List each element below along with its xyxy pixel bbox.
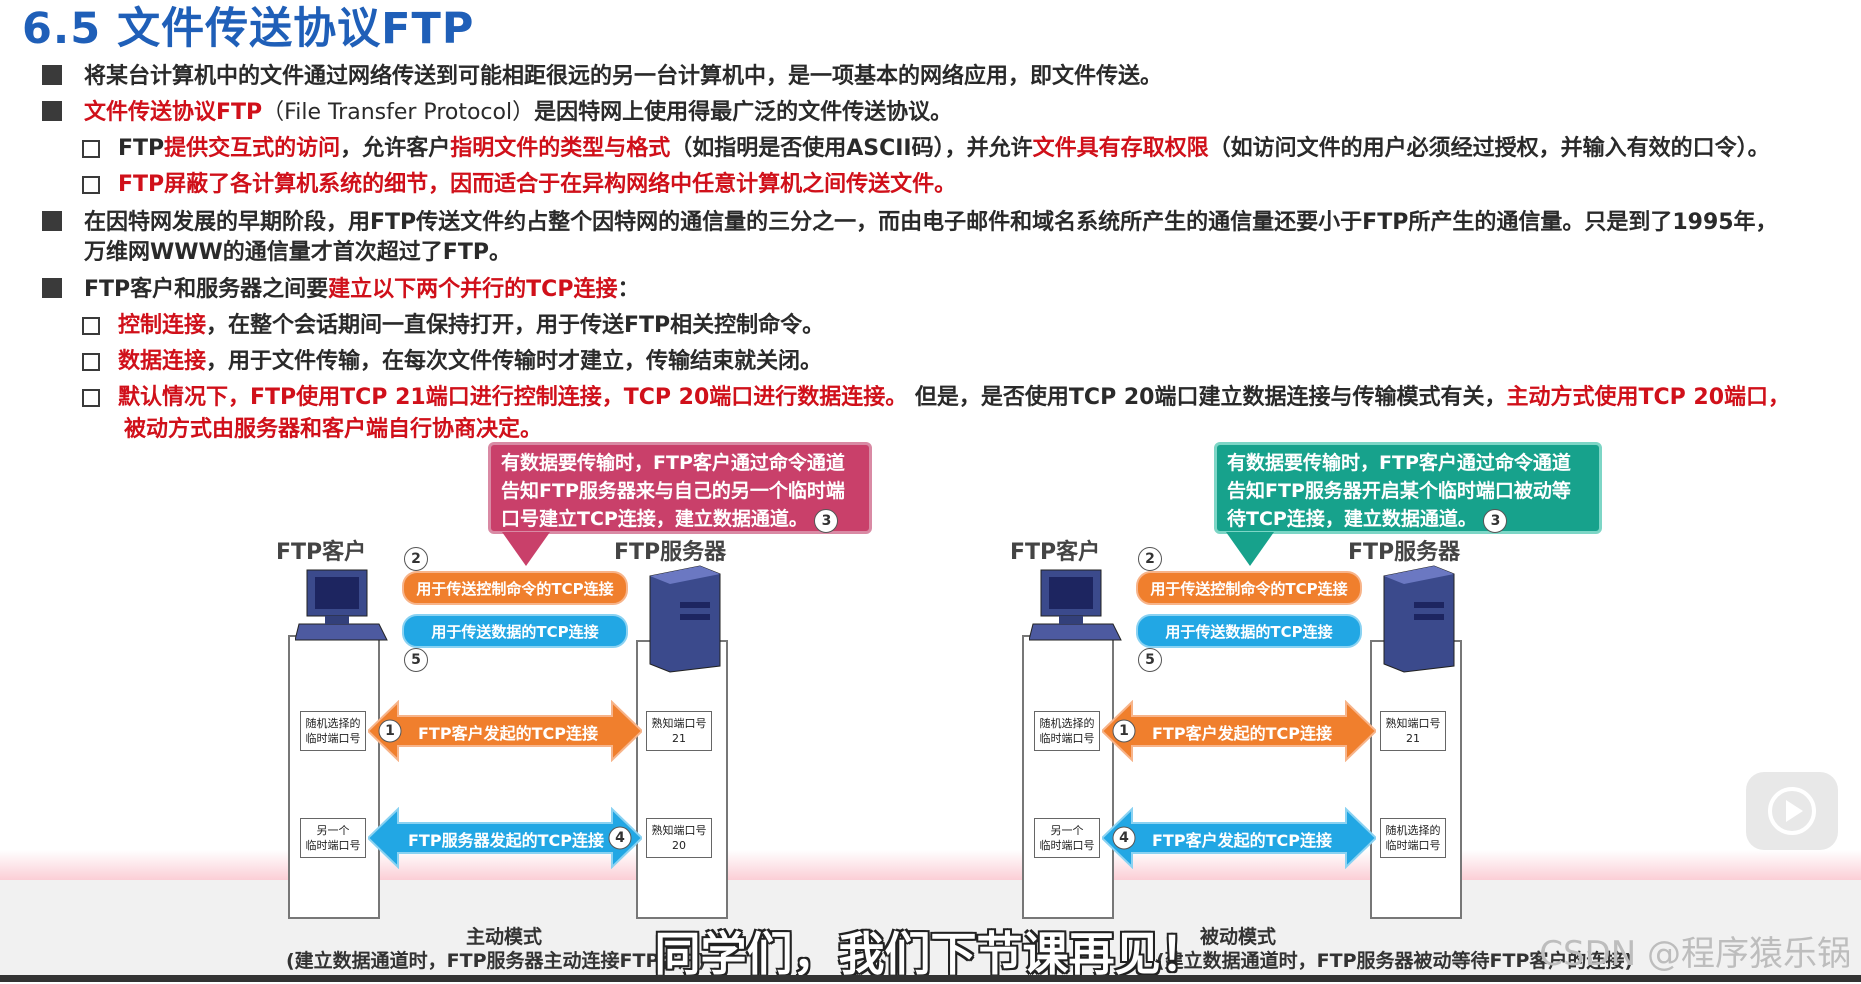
data-connection-pill: 用于传送数据的TCP连接 — [1136, 614, 1362, 648]
step-2-badge: 2 — [1138, 547, 1162, 571]
sub-bullet-4: 数据连接，用于文件传输，在每次文件传输时才建立，传输结束就关闭。 — [82, 343, 822, 375]
bullet-square-icon — [42, 101, 62, 121]
data-arrow — [368, 807, 642, 869]
control-connection-pill: 用于传送控制命令的TCP连接 — [402, 571, 628, 605]
step-3-badge: 3 — [1483, 509, 1508, 533]
data-arrow-label: FTP客户发起的TCP连接 — [1152, 831, 1332, 850]
control-arrow — [368, 700, 642, 762]
client-column — [1022, 635, 1114, 919]
data-arrow-label: FTP服务器发起的TCP连接 — [408, 831, 604, 850]
client-port-2: 另一个临时端口号 — [300, 818, 366, 858]
data-connection-pill: 用于传送数据的TCP连接 — [402, 614, 628, 648]
active-mode-description: (建立数据通道时，FTP服务器主动连接FTP客户) — [286, 950, 707, 972]
sub-bullet-2: FTP屏蔽了各计算机系统的细节，因而适合于在异构网络中任意计算机之间传送文件。 — [82, 166, 956, 198]
ftp-server-label: FTP服务器 — [1348, 540, 1461, 565]
audio-waveform-band — [0, 850, 1861, 880]
bullet-3: 在因特网发展的早期阶段，用FTP传送文件约占整个因特网的通信量的三分之一，而由电… — [42, 204, 1778, 236]
client-port-1: 随机选择的临时端口号 — [1034, 711, 1100, 751]
client-column — [288, 635, 380, 919]
step-1-badge: 1 — [1119, 723, 1129, 739]
server-column — [1370, 640, 1462, 919]
server-random-port: 随机选择的临时端口号 — [1380, 818, 1446, 858]
data-arrow — [1102, 807, 1376, 869]
server-computer-icon — [1383, 565, 1455, 673]
step-4-badge: 4 — [1119, 830, 1129, 846]
video-subtitle: 同学们，我们下节课再见！ — [654, 927, 1207, 981]
client-port-1: 随机选择的临时端口号 — [300, 711, 366, 751]
ftp-client-label: FTP客户 — [1010, 540, 1101, 565]
bullet-4: FTP客户和服务器之间要建立以下两个并行的TCP连接： — [42, 271, 639, 303]
play-button[interactable] — [1746, 772, 1838, 850]
callout-tail — [502, 532, 550, 566]
client-port-2: 另一个临时端口号 — [1034, 818, 1100, 858]
bullet-square-icon — [42, 278, 62, 298]
video-progress-bar[interactable] — [0, 975, 1861, 982]
sub-bullet-1: FTP提供交互式的访问，允许客户指明文件的类型与格式（如指明是否使用ASCII码… — [82, 130, 1770, 162]
passive-mode-callout: 有数据要传输时，FTP客户通过命令通道 告知FTP服务器开启某个临时端口被动等 … — [1214, 442, 1602, 534]
page-title: 6.5 文件传送协议FTP — [22, 4, 475, 54]
callout-tail — [1226, 532, 1274, 566]
play-icon — [1768, 787, 1816, 835]
control-arrow-label: FTP客户发起的TCP连接 — [1152, 724, 1332, 743]
checkbox-bullet-icon — [82, 176, 100, 194]
step-5-badge: 5 — [404, 648, 428, 672]
sub-bullet-3: 控制连接，在整个会话期间一直保持打开，用于传送FTP相关控制命令。 — [82, 307, 824, 339]
passive-mode-caption: 被动模式 — [1200, 926, 1277, 948]
step-4-badge: 4 — [615, 830, 625, 846]
client-computer-icon — [1029, 569, 1122, 641]
step-3-badge: 3 — [814, 509, 839, 533]
bullet-2: 文件传送协议FTP（File Transfer Protocol）是因特网上使用… — [42, 94, 952, 126]
checkbox-bullet-icon — [82, 317, 100, 335]
step-2-badge: 2 — [404, 547, 428, 571]
server-computer-icon — [649, 565, 721, 673]
active-mode-callout: 有数据要传输时，FTP客户通过命令通道 告知FTP服务器来与自己的另一个临时端 … — [488, 442, 872, 534]
checkbox-bullet-icon — [82, 353, 100, 371]
step-1-badge: 1 — [385, 723, 395, 739]
control-connection-pill: 用于传送控制命令的TCP连接 — [1136, 571, 1362, 605]
client-computer-icon — [295, 569, 388, 641]
bullet-square-icon — [42, 211, 62, 231]
checkbox-bullet-icon — [82, 389, 100, 407]
active-mode-caption: 主动模式 — [466, 926, 543, 948]
control-arrow-label: FTP客户发起的TCP连接 — [418, 724, 598, 743]
step-5-badge: 5 — [1138, 648, 1162, 672]
passive-mode-description: (建立数据通道时，FTP服务器被动等待FTP客户的连接) — [1156, 950, 1634, 972]
control-arrow — [1102, 700, 1376, 762]
sub-bullet-5-continued: 被动方式由服务器和客户端自行协商决定。 — [124, 417, 543, 442]
checkbox-bullet-icon — [82, 140, 100, 158]
bullet-3-continued: 万维网WWW的通信量才首次超过了FTP。 — [84, 240, 511, 265]
server-column — [636, 640, 728, 919]
ftp-client-label: FTP客户 — [276, 540, 367, 565]
bullet-1: 将某台计算机中的文件通过网络传送到可能相距很远的另一台计算机中，是一项基本的网络… — [42, 58, 1162, 90]
ftp-server-label: FTP服务器 — [614, 540, 727, 565]
sub-bullet-5: 默认情况下，FTP使用TCP 21端口进行控制连接，TCP 20端口进行数据连接… — [82, 379, 1790, 411]
watermark: CSDN @程序猿乐锅 — [1539, 934, 1851, 974]
bullet-square-icon — [42, 65, 62, 85]
